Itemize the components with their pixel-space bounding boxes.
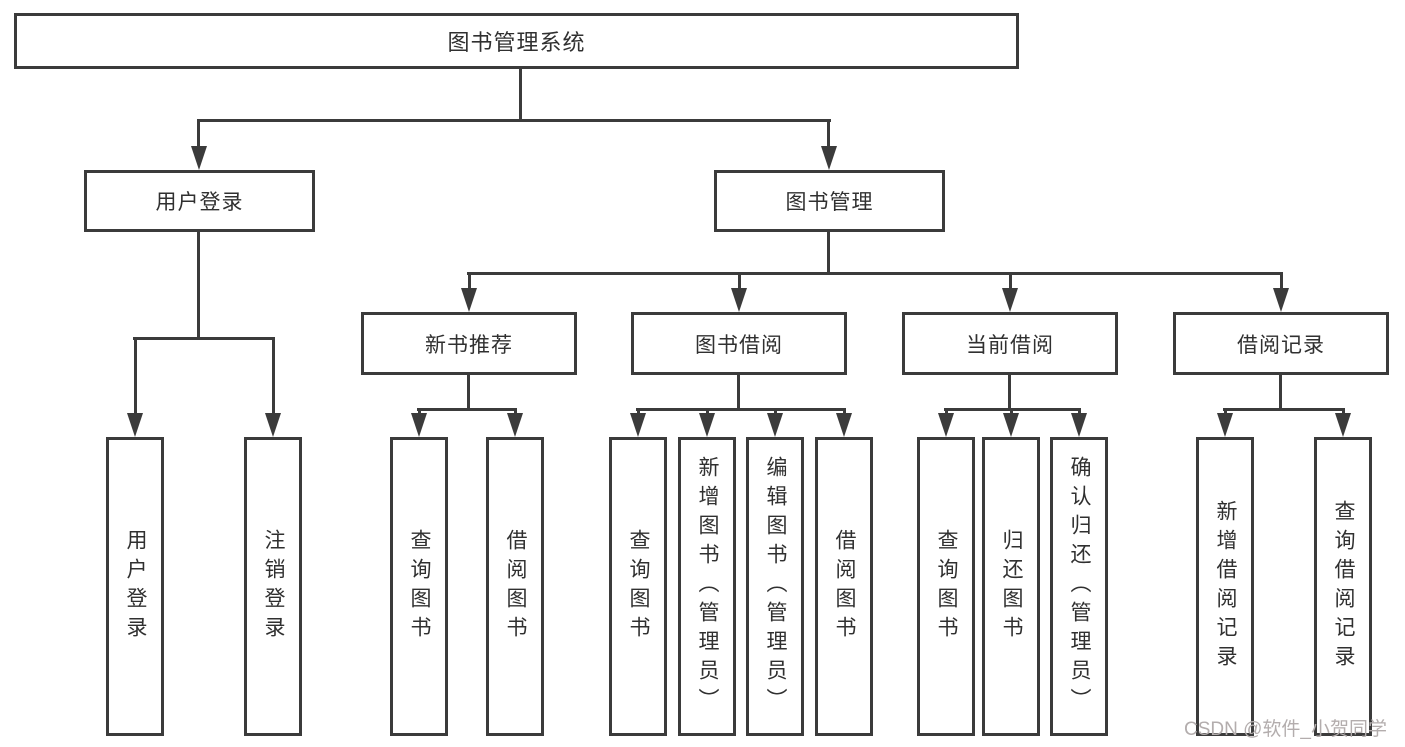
arrow-down-icon [411,413,427,437]
node-book-management: 图书管理 [714,170,945,232]
node-borrowing-records: 借阅记录 [1173,312,1389,375]
arrow-down-icon [1003,413,1019,437]
connector-leaf-shaft [774,408,777,417]
leaf-rec-query-books-label: 查询图书 [408,528,432,645]
connector-book-borrow-vertical [737,373,740,410]
leaf-logout: 注销登录 [244,437,302,736]
connector-leaf-shaft [514,408,517,417]
leaf-bor-add-books-admin: 新增图书（管理员） [678,437,736,736]
connector-leaf-login-shaft [134,337,137,416]
node-root-label: 图书管理系统 [447,30,586,55]
arrow-down-icon [821,146,837,170]
arrow-down-icon [767,413,783,437]
arrow-down-icon [938,413,954,437]
leaf-cur-confirm-return-admin-label: 确认归还（管理员） [1068,456,1092,717]
node-new-book-recommendation-label: 新书推荐 [425,333,513,357]
leaf-cur-return-books: 归还图书 [982,437,1040,736]
arrow-down-icon [731,288,747,312]
node-user-login: 用户登录 [84,170,315,232]
leaf-cur-return-books-label: 归还图书 [1000,528,1024,645]
connector-borrow-records-group-horizontal [1223,408,1345,411]
connector-new-book-rec-shaft [468,272,471,292]
leaf-bor-query-books: 查询图书 [609,437,667,736]
leaf-logout-label: 注销登录 [262,528,286,645]
connector-new-book-rec-group-horizontal [417,408,517,411]
leaf-rec-borrow-books: 借阅图书 [486,437,544,736]
arrow-down-icon [836,413,852,437]
leaf-bor-edit-books-admin-label: 编辑图书（管理员） [764,456,788,717]
connector-user-login-shaft [197,119,200,151]
connector-leaf-logout-shaft [272,337,275,416]
connector-leaf-shaft [1224,408,1227,417]
leaf-bor-borrow-books: 借阅图书 [815,437,873,736]
connector-book-mgmt-vertical [827,230,830,274]
leaf-bor-edit-books-admin: 编辑图书（管理员） [746,437,804,736]
connector-borrow-records-vertical [1279,373,1282,410]
connector-current-borrow-vertical [1008,373,1011,410]
csdn-watermark: CSDN @软件_小贺同学 [1184,719,1387,740]
connector-user-login-vertical [197,230,200,339]
connector-current-borrow-shaft [1009,272,1012,292]
arrow-down-icon [699,413,715,437]
node-current-borrowing: 当前借阅 [902,312,1118,375]
arrow-down-icon [507,413,523,437]
leaf-cur-query-books: 查询图书 [917,437,975,736]
leaf-bor-query-books-label: 查询图书 [627,528,651,645]
connector-book-mgmt-shaft [827,119,830,151]
connector-book-borrow-group-horizontal [636,408,846,411]
node-user-login-label: 用户登录 [155,191,244,214]
leaf-cur-confirm-return-admin: 确认归还（管理员） [1050,437,1108,736]
connector-user-login-group-horizontal [133,337,275,340]
node-current-borrowing-label: 当前借阅 [966,333,1054,357]
arrow-down-icon [265,413,281,437]
arrow-down-icon [630,413,646,437]
arrow-down-icon [1335,413,1351,437]
leaf-cur-query-books-label: 查询图书 [935,528,959,645]
leaf-bor-add-books-admin-label: 新增图书（管理员） [696,456,720,717]
connector-leaf-shaft [706,408,709,417]
leaf-bor-borrow-books-label: 借阅图书 [833,528,857,645]
leaf-add-borrow-record: 新增借阅记录 [1196,437,1254,736]
connector-leaf-shaft [418,408,421,417]
connector-borrow-records-shaft [1280,272,1283,292]
node-new-book-recommendation: 新书推荐 [361,312,577,375]
connector-root-vertical [519,67,522,121]
node-borrowing-records-label: 借阅记录 [1237,333,1325,357]
connector-level2-horizontal [197,119,831,122]
node-book-management-label: 图书管理 [785,191,874,214]
connector-leaf-shaft [1078,408,1081,417]
leaf-user-login-label: 用户登录 [124,528,148,645]
node-root: 图书管理系统 [14,13,1019,69]
connector-leaf-shaft [945,408,948,417]
arrow-down-icon [127,413,143,437]
arrow-down-icon [1002,288,1018,312]
connector-level3-horizontal [467,272,1283,275]
leaf-rec-query-books: 查询图书 [390,437,448,736]
leaf-query-borrow-record: 查询借阅记录 [1314,437,1372,736]
connector-leaf-shaft [637,408,640,417]
leaf-rec-borrow-books-label: 借阅图书 [504,528,528,645]
connector-leaf-shaft [843,408,846,417]
connector-leaf-shaft [1342,408,1345,417]
node-book-borrowing-label: 图书借阅 [695,333,783,357]
leaf-query-borrow-record-label: 查询借阅记录 [1332,499,1356,674]
leaf-add-borrow-record-label: 新增借阅记录 [1214,499,1238,674]
connector-book-borrow-shaft [738,272,741,292]
connector-new-book-rec-vertical [467,373,470,410]
connector-leaf-shaft [1010,408,1013,417]
arrow-down-icon [1071,413,1087,437]
leaf-user-login: 用户登录 [106,437,164,736]
arrow-down-icon [1217,413,1233,437]
node-book-borrowing: 图书借阅 [631,312,847,375]
arrow-down-icon [461,288,477,312]
arrow-down-icon [191,146,207,170]
arrow-down-icon [1273,288,1289,312]
